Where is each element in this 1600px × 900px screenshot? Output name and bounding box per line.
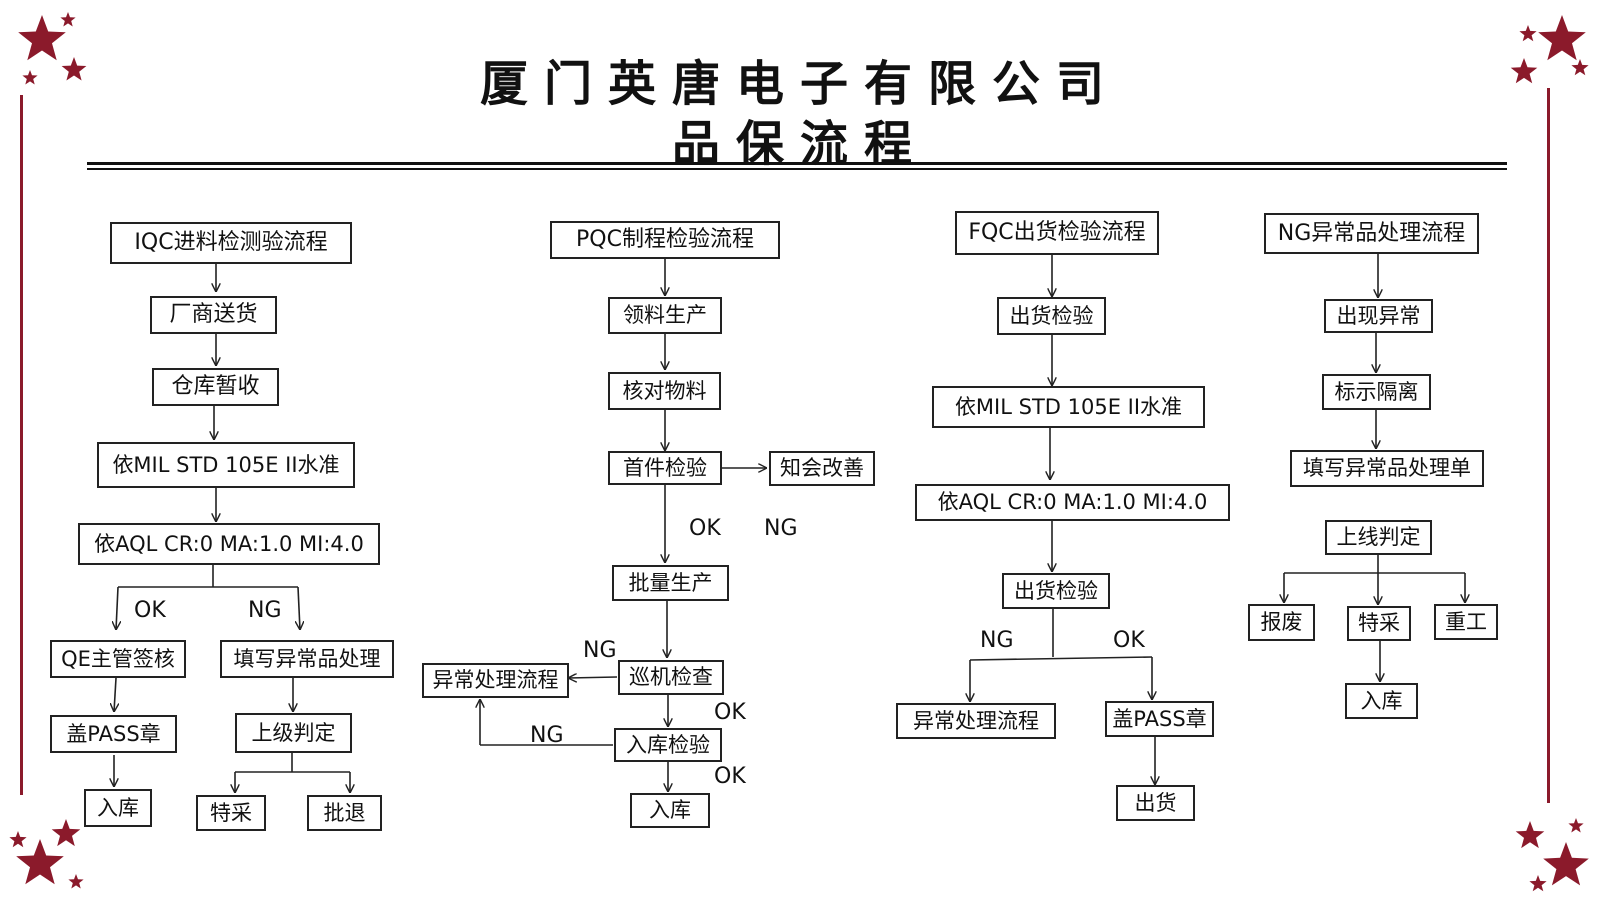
- pqc-warehouse-in: 入库: [630, 793, 710, 828]
- ng-outcome-rework: 重工: [1434, 604, 1498, 640]
- iqc-step-warehouse-receipt: 仓库暂收: [152, 368, 279, 406]
- star-large-icon: [16, 839, 64, 885]
- pqc-ok-label-2: OK: [714, 700, 746, 725]
- iqc-special-acceptance: 特采: [196, 795, 266, 831]
- star-small-icon: [1571, 59, 1589, 76]
- pqc-step-material-production: 领料生产: [608, 297, 722, 334]
- star-small-icon: [9, 831, 27, 848]
- star-medium-icon: [51, 819, 81, 847]
- fqc-step-shipping-inspection: 出货检验: [997, 297, 1106, 335]
- pqc-ok-label-3: OK: [714, 764, 746, 789]
- pqc-inbound-inspection: 入库检验: [614, 728, 722, 762]
- ng-outcome-scrap: 报废: [1248, 604, 1315, 641]
- iqc-step-supplier-delivery: 厂商送货: [150, 296, 277, 334]
- pqc-ng-label-2: NG: [583, 638, 617, 663]
- star-large-icon: [18, 15, 66, 61]
- pqc-header: PQC制程检验流程: [550, 221, 780, 259]
- fqc-step-shipping-inspection-2: 出货检验: [1002, 573, 1110, 609]
- iqc-ng-label: NG: [248, 598, 282, 623]
- star-small-icon: [60, 12, 76, 27]
- iqc-header: IQC进料检测验流程: [110, 222, 352, 264]
- star-medium-icon: [61, 57, 87, 81]
- fqc-ship: 出货: [1116, 785, 1195, 821]
- star-medium-icon: [1515, 821, 1545, 849]
- pqc-step-verify-materials: 核对物料: [608, 372, 721, 410]
- fqc-step-aql: 依AQL CR:0 MA:1.0 MI:4.0: [915, 484, 1230, 521]
- iqc-qe-signoff: QE主管签核: [50, 640, 186, 678]
- star-large-icon: [1543, 842, 1589, 886]
- iqc-pass-stamp: 盖PASS章: [50, 715, 177, 753]
- pqc-exception-process: 异常处理流程: [422, 663, 569, 698]
- star-small-icon: [1519, 25, 1537, 42]
- pqc-patrol-inspection: 巡机检查: [618, 660, 724, 695]
- ng-step-fill-form: 填写异常品处理单: [1290, 450, 1484, 487]
- iqc-fill-exception: 填写异常品处理: [220, 640, 394, 678]
- fqc-step-mil-std: 依MIL STD 105E II水准: [932, 386, 1205, 428]
- star-small-icon: [22, 70, 38, 85]
- title-rule-thick: [87, 162, 1507, 165]
- pqc-notify-improve: 知会改善: [769, 451, 875, 486]
- ng-header: NG异常品处理流程: [1264, 213, 1479, 254]
- iqc-superior-judgement: 上级判定: [235, 713, 352, 753]
- star-small-icon: [1568, 818, 1584, 833]
- ng-warehouse-in: 入库: [1345, 683, 1418, 719]
- pqc-ok-label: OK: [689, 516, 721, 541]
- iqc-batch-reject: 批退: [307, 795, 382, 831]
- ng-step-mark-isolate: 标示隔离: [1322, 374, 1431, 410]
- iqc-warehouse-in: 入库: [84, 789, 152, 827]
- star-medium-icon: [1510, 58, 1538, 84]
- left-border: [20, 95, 23, 795]
- ng-step-online-judgement: 上线判定: [1325, 520, 1432, 555]
- pqc-step-first-article: 首件检验: [608, 451, 722, 485]
- fqc-ok-label: OK: [1113, 628, 1145, 653]
- fqc-pass-stamp: 盖PASS章: [1105, 701, 1214, 737]
- iqc-ok-label: OK: [134, 598, 166, 623]
- ng-outcome-special-acceptance: 特采: [1347, 606, 1411, 641]
- ng-step-exception-occurs: 出现异常: [1324, 299, 1433, 333]
- title-rule-thin: [87, 168, 1507, 170]
- fqc-header: FQC出货检验流程: [955, 211, 1159, 255]
- right-border: [1547, 88, 1550, 803]
- iqc-step-mil-std: 依MIL STD 105E II水准: [97, 442, 355, 488]
- pqc-mass-production: 批量生产: [612, 565, 729, 601]
- pqc-ng-label: NG: [764, 516, 798, 541]
- fqc-exception-process: 异常处理流程: [896, 703, 1056, 739]
- star-large-icon: [1538, 15, 1586, 61]
- company-title: 厦门英唐电子有限公司: [479, 56, 1120, 112]
- star-small-icon: [68, 874, 84, 889]
- iqc-step-aql: 依AQL CR:0 MA:1.0 MI:4.0: [78, 523, 380, 565]
- fqc-ng-label: NG: [980, 628, 1014, 653]
- pqc-ng-label-3: NG: [530, 723, 564, 748]
- star-small-icon: [1529, 875, 1547, 892]
